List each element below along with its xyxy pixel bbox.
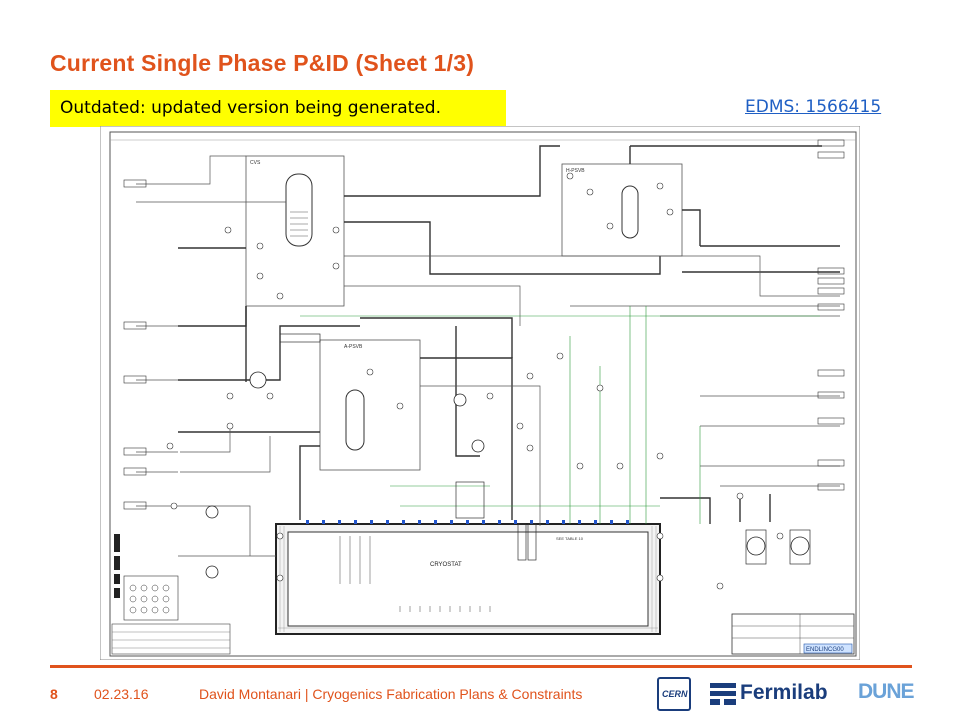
apsvb-label: A-PSVB	[344, 344, 363, 350]
footer-date: 02.23.16	[94, 686, 149, 702]
cryostat-label: CRYOSTAT	[430, 562, 462, 568]
dune-logo: DUNE	[858, 680, 915, 703]
page-number: 8	[50, 686, 58, 702]
slide-title: Current Single Phase P&ID (Sheet 1/3)	[50, 50, 475, 76]
pid-diagram: ENDLINCG00 CVS H-PSVB A-PSVB CRYOSTAT	[100, 126, 860, 660]
outdated-note-text: Outdated: updated version being generate…	[60, 98, 441, 118]
footer-divider	[50, 665, 912, 668]
hpsvb-label: H-PSVB	[566, 168, 585, 174]
fermilab-logo: Fermilab	[708, 680, 828, 713]
see-table-label: SEE TABLE 10	[556, 536, 584, 541]
cvs-label: CVS	[250, 160, 261, 166]
edms-link[interactable]: EDMS: 1566415	[745, 97, 882, 117]
outdated-note-highlight: Outdated: updated version being generate…	[50, 90, 506, 127]
footer-presenter: David Montanari | Cryogenics Fabrication…	[199, 686, 583, 702]
fermilab-icon	[710, 683, 736, 705]
drawing-number: ENDLINCG00	[806, 647, 844, 653]
cern-logo: CERN	[657, 677, 691, 711]
